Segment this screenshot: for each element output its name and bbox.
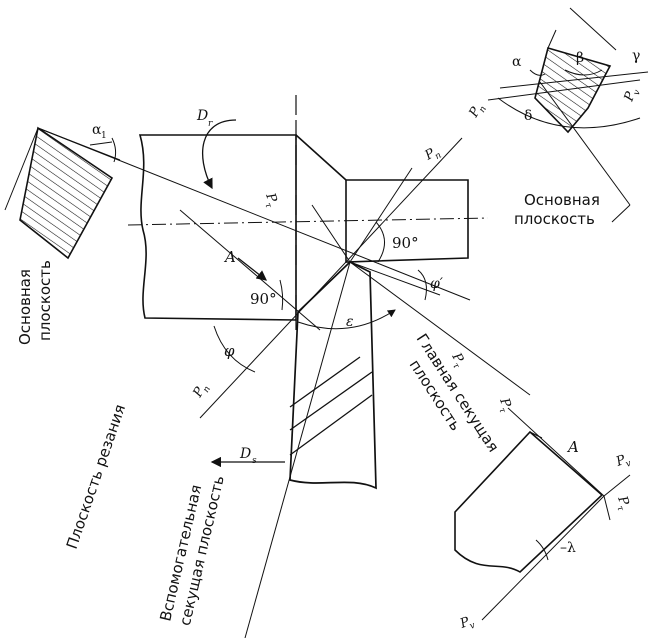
label-pn-inset-sub: n bbox=[477, 104, 489, 114]
label-a-right: A bbox=[566, 438, 579, 456]
machined-surface bbox=[295, 134, 469, 263]
left-section-inset bbox=[4, 126, 121, 260]
caption-basic-plane-left-2: плоскость bbox=[36, 260, 54, 341]
label-pv-br-sub: v bbox=[624, 459, 632, 470]
label-alpha: α bbox=[512, 54, 522, 70]
label-pv-inset-sub: v bbox=[632, 89, 643, 97]
diagram-labels: D r A A 90° 90° φ φ′ ε D s α 1 α β γ δ –… bbox=[16, 48, 643, 632]
label-90-upper: 90° bbox=[392, 234, 419, 252]
label-pt-br2-sub: τ bbox=[614, 504, 625, 513]
label-phi: φ bbox=[224, 342, 235, 360]
caption-basic-plane-right-2: плоскость bbox=[514, 210, 595, 228]
bottom-right-inset bbox=[454, 407, 631, 621]
rotation-arrow bbox=[201, 119, 237, 190]
label-epsilon: ε bbox=[346, 314, 354, 330]
label-a-center: A bbox=[223, 248, 236, 266]
label-pt-mid-sub: τ bbox=[450, 361, 462, 371]
axis-line bbox=[127, 217, 489, 226]
label-gamma: γ bbox=[632, 48, 640, 64]
label-lambda: –λ bbox=[560, 540, 576, 556]
cutting-tool bbox=[289, 260, 377, 490]
label-phi-prime: φ′ bbox=[430, 276, 444, 292]
caption-basic-plane-right-1: Основная bbox=[524, 191, 600, 209]
caption-basic-plane-left-1: Основная bbox=[16, 269, 34, 345]
caption-cutting-plane: Плоскость резания bbox=[63, 402, 129, 551]
top-right-inset bbox=[487, 7, 649, 223]
angle-arcs bbox=[213, 221, 427, 373]
label-ds-sub: s bbox=[252, 456, 257, 466]
label-90-lower: 90° bbox=[250, 290, 277, 308]
label-pv-bottom-sub: v bbox=[468, 621, 476, 632]
construction-lines bbox=[37, 127, 531, 638]
label-beta: β bbox=[576, 50, 584, 66]
label-pt-top-sub: τ bbox=[262, 201, 273, 210]
workpiece bbox=[138, 134, 297, 321]
label-delta: δ bbox=[524, 108, 532, 124]
label-pn-top-sub: n bbox=[433, 150, 443, 162]
label-alpha1: α bbox=[92, 122, 102, 138]
label-dr-sub: r bbox=[208, 119, 213, 129]
label-alpha1-sub: 1 bbox=[101, 131, 107, 141]
view-a-arrow bbox=[237, 257, 268, 281]
label-ds: D bbox=[239, 446, 251, 462]
label-pn-lower-sub: n bbox=[201, 384, 213, 394]
label-pt-br-sub: τ bbox=[496, 406, 507, 415]
label-dr: D bbox=[196, 108, 208, 124]
